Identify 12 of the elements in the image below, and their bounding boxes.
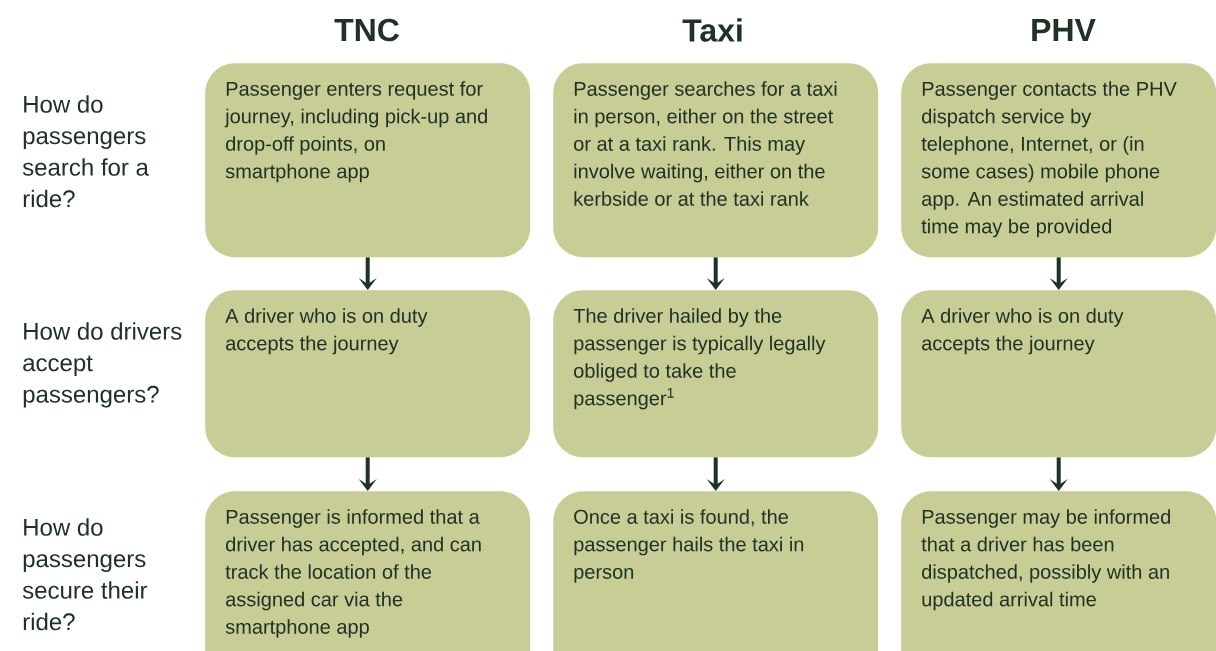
process-box: Passenger enters request for journey, including pick-up and drop-off points, on smartphone app xyxy=(205,63,531,258)
process-box: Passenger is informed that a driver has accepted, and can track the location of the assigned car via the smartphone app xyxy=(205,491,531,651)
process-box: The driver hailed by the passenger is typically legally obliged to take the passenger$^{1}$ xyxy=(553,290,879,458)
process-box: Passenger searches for a taxi in person, either on the street or at a taxi rank. This may involve waiting, either on the kerbside or at the taxi rank xyxy=(553,63,879,258)
process-box: A driver who is on duty accepts the journey xyxy=(205,290,531,458)
row-question: How do passengers search for a ride? xyxy=(22,95,149,208)
process-box: Passenger contacts the PHV dispatch service by telephone, Internet, or (in some cases) mobile phone app. An estimated arrival time may be provided xyxy=(901,63,1216,258)
row-question: How do drivers accept passengers? xyxy=(23,322,182,408)
row-question: How do passengers secure their ride? xyxy=(22,518,148,631)
process-box: Once a taxi is found, the passenger hails the taxi in person xyxy=(553,491,879,651)
process-box: A driver who is on duty accepts the journey xyxy=(901,290,1216,458)
process-box: Passenger may be informed that a driver has been dispatched, possibly with an updated arrival time xyxy=(901,491,1216,651)
